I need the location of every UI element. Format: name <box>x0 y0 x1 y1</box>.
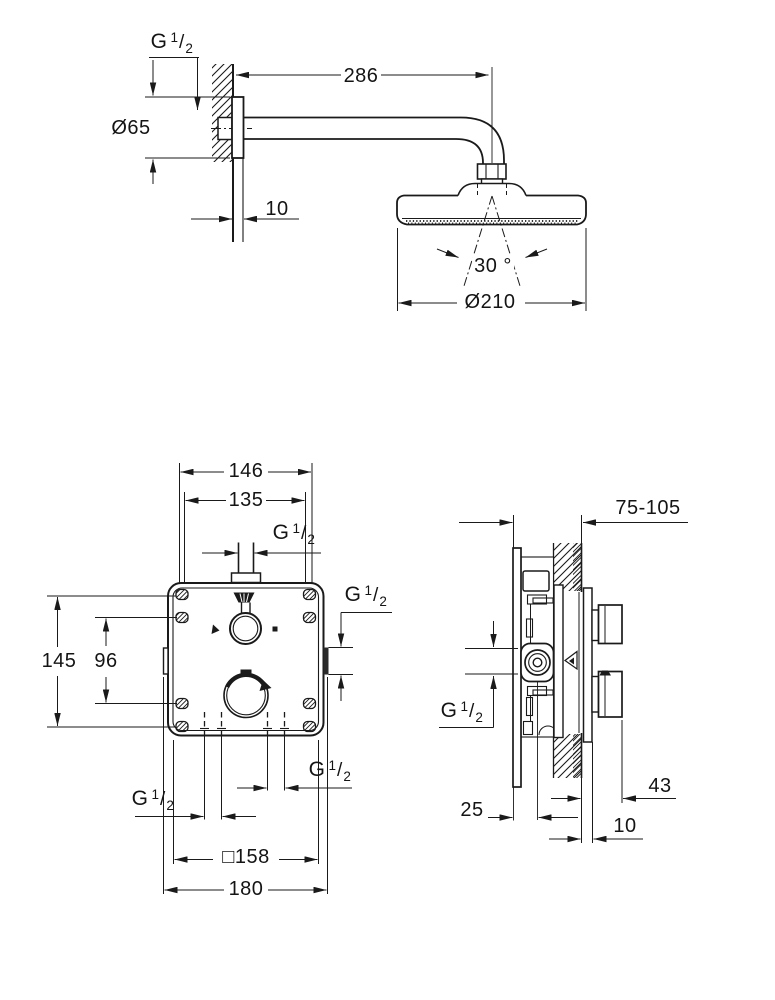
dim-hole-width-outer: 146 <box>228 460 264 482</box>
dim-rough-in-square: □158 <box>222 846 270 868</box>
thread-num: 1 <box>151 786 160 802</box>
thread-num: 1 <box>170 29 179 45</box>
thread-prefix: G <box>308 757 326 781</box>
thread-num: 1 <box>292 520 301 536</box>
thread-prefix: G <box>131 786 149 810</box>
bottom-handle <box>591 670 623 718</box>
thread-sep: / <box>337 759 343 781</box>
top-supply-port <box>230 542 262 584</box>
front-view-valve-box <box>47 463 392 894</box>
thread-prefix: G <box>272 520 290 544</box>
dim-hole-width-inner: 135 <box>228 489 264 511</box>
dim-hole-height-inner: 96 <box>94 650 118 672</box>
side-inlet-port <box>520 642 555 683</box>
back-plate <box>512 547 522 788</box>
escutcheon-plate <box>582 587 593 743</box>
thread-sep: / <box>160 788 166 810</box>
arm-nut <box>476 163 507 186</box>
dim-finish-layer: 10 <box>613 815 637 837</box>
dim-head-diameter: Ø210 <box>464 291 516 313</box>
top-handle <box>591 604 623 645</box>
wall-hatch <box>212 64 233 162</box>
dim-overall-width: 180 <box>228 878 264 900</box>
mounting-plate <box>553 584 564 739</box>
bottom-ports <box>200 712 289 736</box>
thread-num: 1 <box>460 698 469 714</box>
thread-prefix: G <box>440 698 458 722</box>
dim-install-depth-range: 75-105 <box>615 497 681 519</box>
dim-flange-diameter-lines <box>145 60 230 184</box>
thread-sep: / <box>469 700 475 722</box>
thread-num: 1 <box>364 582 373 598</box>
thread-den: 2 <box>166 797 175 813</box>
dim-spray-angle: 30 ° <box>472 255 514 277</box>
diverter-dial <box>229 612 262 645</box>
thread-prefix: G <box>344 582 362 606</box>
thread-den: 2 <box>475 709 484 725</box>
thread-prefix: G <box>150 29 168 53</box>
dim-flange-offset: 10 <box>265 198 289 220</box>
dim-hole-height-outer: 145 <box>41 650 77 672</box>
thread-num: 1 <box>328 757 337 773</box>
thread-sep: / <box>373 584 379 606</box>
dim-handle-projection: 43 <box>648 775 672 797</box>
fixing-slots <box>175 588 317 733</box>
dim-head-diameter-lines <box>397 228 587 311</box>
thread-den: 2 <box>307 531 316 547</box>
thread-sep: / <box>301 522 307 544</box>
wall-flange <box>231 96 245 159</box>
dim-body-front-depth: 25 <box>460 799 484 821</box>
valve-box-inner <box>172 587 320 732</box>
dim-arm-length: 286 <box>343 65 379 87</box>
right-side-port-tab <box>323 647 329 675</box>
thread-den: 2 <box>379 593 388 609</box>
dial-arrow-icon <box>211 624 220 634</box>
shower-head <box>396 182 587 226</box>
dim-thread-leader-top <box>149 57 201 110</box>
side-view-valve-section <box>439 515 688 843</box>
thread-den: 2 <box>343 768 352 784</box>
left-side-port-tab <box>162 647 169 675</box>
dial-stop-icon <box>272 626 278 632</box>
top-view-shower-arm <box>145 57 587 311</box>
thread-sep: / <box>179 31 185 53</box>
rotation-arc <box>225 672 267 689</box>
thread-den: 2 <box>185 40 194 56</box>
dim-flange-diameter: Ø65 <box>111 117 151 139</box>
dim-spray-angle-lines <box>436 195 548 287</box>
shower-arm <box>243 116 505 164</box>
